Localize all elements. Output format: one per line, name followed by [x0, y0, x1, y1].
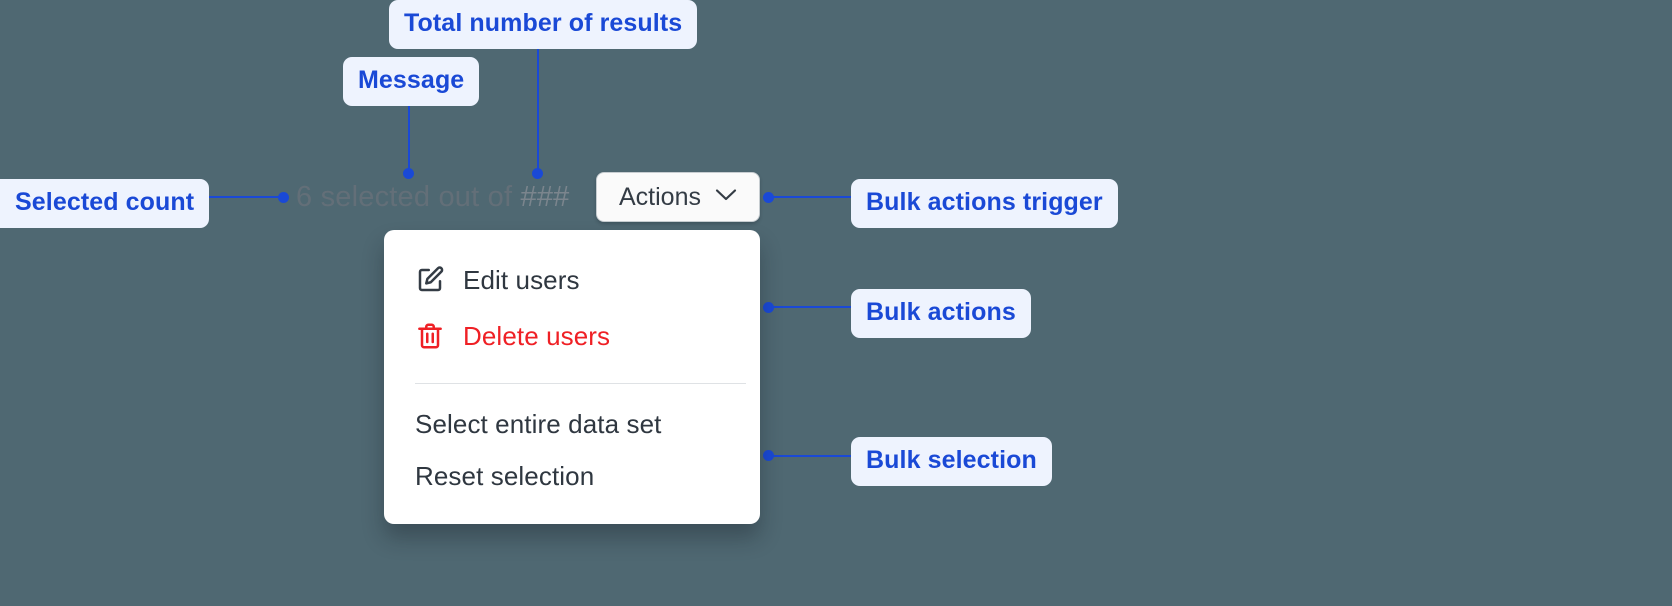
menu-item-edit-users[interactable]: Edit users	[384, 252, 760, 308]
menu-item-reset-selection[interactable]: Reset selection	[384, 450, 760, 502]
menu-item-select-entire-data-set-label: Select entire data set	[415, 409, 662, 439]
trash-icon	[415, 321, 445, 351]
selection-message: 6 selected out of ###	[296, 180, 569, 215]
annotation-selected-count: Selected count	[0, 179, 210, 228]
annotation-bulk-actions: Bulk actions	[851, 289, 1031, 338]
bulk-actions-trigger-button[interactable]: Actions	[596, 172, 760, 222]
connector-dot-selected-count	[278, 192, 289, 203]
connector-total-results	[537, 39, 539, 174]
annotation-bulk-actions-trigger: Bulk actions trigger	[851, 179, 1118, 228]
connector-bulk-actions	[767, 306, 853, 308]
annotation-bulk-selection: Bulk selection	[851, 437, 1052, 486]
connector-dot-total-results	[532, 168, 543, 179]
connector-selected-count	[201, 196, 287, 198]
menu-divider	[415, 383, 746, 384]
connector-bulk-selection	[767, 455, 853, 457]
bulk-actions-trigger-label: Actions	[619, 182, 701, 211]
menu-item-delete-users-label: Delete users	[463, 321, 611, 351]
pencil-square-icon	[415, 265, 445, 295]
connector-dot-bulk-actions-trigger	[763, 192, 774, 203]
connector-dot-message	[403, 168, 414, 179]
menu-item-select-entire-data-set[interactable]: Select entire data set	[384, 398, 760, 450]
menu-item-edit-users-label: Edit users	[463, 265, 580, 295]
connector-message	[408, 92, 410, 174]
selection-message-text: 6 selected out of	[296, 181, 521, 213]
total-results-placeholder: ###	[520, 181, 570, 213]
menu-item-delete-users[interactable]: Delete users	[384, 308, 760, 364]
chevron-down-icon	[715, 188, 737, 207]
annotation-message: Message	[343, 57, 480, 106]
connector-dot-bulk-selection	[763, 450, 774, 461]
menu-item-reset-selection-label: Reset selection	[415, 461, 595, 491]
annotation-total-number-of-results: Total number of results	[389, 0, 698, 49]
connector-bulk-actions-trigger	[767, 196, 853, 198]
connector-dot-bulk-actions	[763, 302, 774, 313]
bulk-actions-menu: Edit users Delete users Select entire da…	[384, 230, 760, 524]
